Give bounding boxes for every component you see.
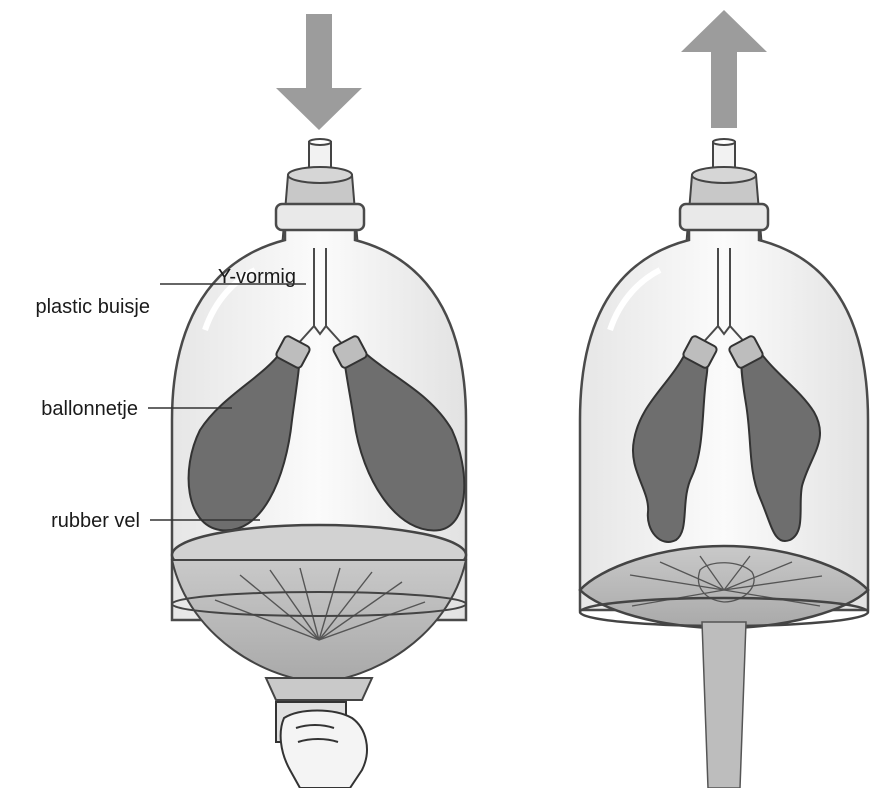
left-model: [172, 14, 466, 788]
label-rubber-sheet: rubber vel: [51, 510, 140, 532]
push-rod: [702, 622, 746, 788]
left-rubber-sheet: [172, 525, 466, 700]
label-balloon: ballonnetje: [41, 398, 138, 420]
right-model: [580, 10, 868, 788]
label-y-tube-line2: plastic buisje: [35, 296, 150, 318]
hand-icon: [276, 702, 367, 788]
down-arrow-icon: [276, 14, 362, 130]
up-arrow-icon: [681, 10, 767, 128]
